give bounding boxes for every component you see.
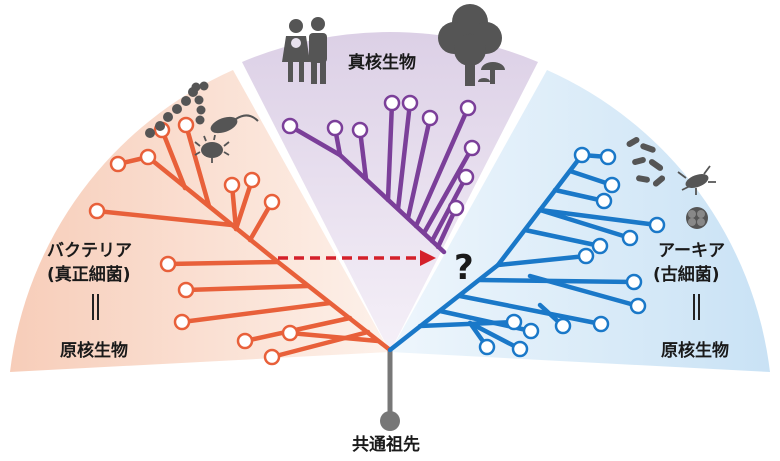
transfer-arrow [278,250,436,266]
tree-mushroom-icon [438,4,505,86]
bacteria-cluster-icon [145,81,259,163]
bacteria-label-sub: (真正細菌) [47,265,131,285]
common-ancestor-trunk [380,350,400,431]
eukaryote-label: 真核生物 [348,53,416,73]
prokaryote-label-right: 原核生物 [661,341,729,361]
prokaryote-label-left: 原核生物 [60,341,128,361]
archaea-equals-mark [692,294,702,320]
common-ancestor-label: 共通祖先 [352,435,420,455]
archaea-cluster-icon [626,137,716,229]
bacteria-equals-mark [91,294,101,320]
bacteria-leaf-nodes [88,116,299,366]
archaea-label-name: アーキア [658,241,725,261]
archaea-label-sub: (古細菌) [653,265,720,285]
question-mark: ? [454,248,474,288]
archaea-leaf-nodes [478,146,666,358]
archaea-tree [387,152,660,353]
bacteria-label-name: バクテリア [47,241,132,261]
family-icon [282,17,327,84]
eukaryote-leaf-nodes [281,94,481,217]
